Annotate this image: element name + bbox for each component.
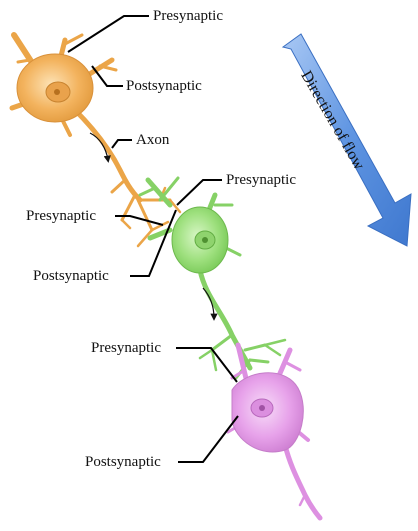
label-postsynaptic-3: Postsynaptic [85, 454, 161, 470]
label-presynaptic-1: Presynaptic [153, 8, 223, 24]
orange-neuron [9, 32, 182, 248]
curved-arrow-2 [202, 287, 218, 321]
label-axon: Axon [136, 132, 170, 148]
purple-neuron [226, 342, 323, 521]
green-neuron [138, 176, 287, 380]
curved-arrow-1 [89, 132, 111, 163]
label-postsynaptic-2: Postsynaptic [33, 268, 109, 284]
leader-lines [67, 15, 239, 463]
label-presynaptic-4: Presynaptic [91, 340, 161, 356]
label-presynaptic-2: Presynaptic [226, 172, 296, 188]
label-presynaptic-3: Presynaptic [26, 208, 96, 224]
label-postsynaptic-1: Postsynaptic [126, 78, 202, 94]
direction-of-flow-arrow [281, 33, 412, 247]
